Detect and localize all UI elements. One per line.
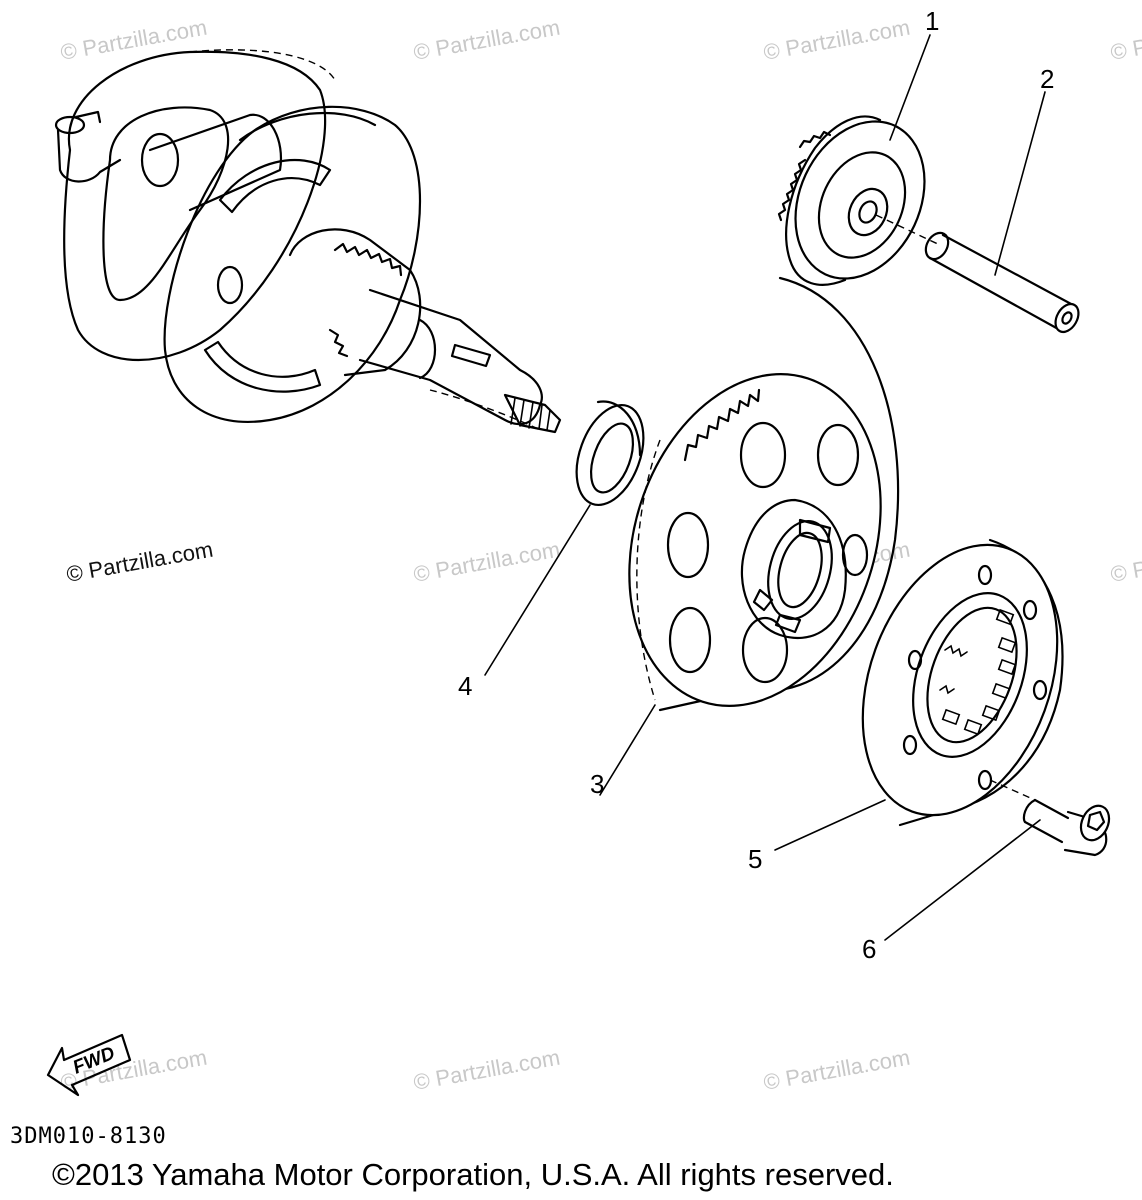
watermark: © Partzilla.com [762, 1045, 912, 1095]
watermark: © Partzilla.com [65, 537, 215, 587]
callout-3: 3 [590, 769, 604, 799]
callout-2: 2 [1040, 64, 1054, 94]
watermark: © Partzilla.com [1109, 537, 1142, 587]
watermark: © Partzilla.com [59, 15, 209, 65]
part-3-starter-wheel-gear [628, 276, 900, 712]
watermark: © Partzilla.com [762, 15, 912, 65]
callout-5: 5 [748, 844, 762, 874]
copyright-notice: ©2013 Yamaha Motor Corporation, U.S.A. A… [52, 1157, 894, 1192]
watermark: © Partzilla.com [412, 1045, 562, 1095]
part-5-one-way-clutch [861, 538, 1064, 827]
part-2-shaft [924, 231, 1080, 334]
diagram-code: 3DM010-8130 [10, 1124, 167, 1149]
callout-1: 1 [925, 6, 939, 36]
part-6-bolt [989, 779, 1111, 857]
leader-lines [484, 34, 1046, 941]
callout-4: 4 [458, 671, 472, 701]
crankshaft-drawing [54, 49, 562, 434]
watermark: © Partzilla.com [412, 537, 562, 587]
part-4-washer [575, 400, 645, 507]
watermark: © Partzilla.com [412, 15, 562, 65]
part-1-idler-gear [777, 115, 941, 286]
watermark: © Partzilla.com [1109, 15, 1142, 65]
callouts: 1 2 3 4 5 6 [458, 6, 1054, 964]
callout-6: 6 [862, 934, 876, 964]
